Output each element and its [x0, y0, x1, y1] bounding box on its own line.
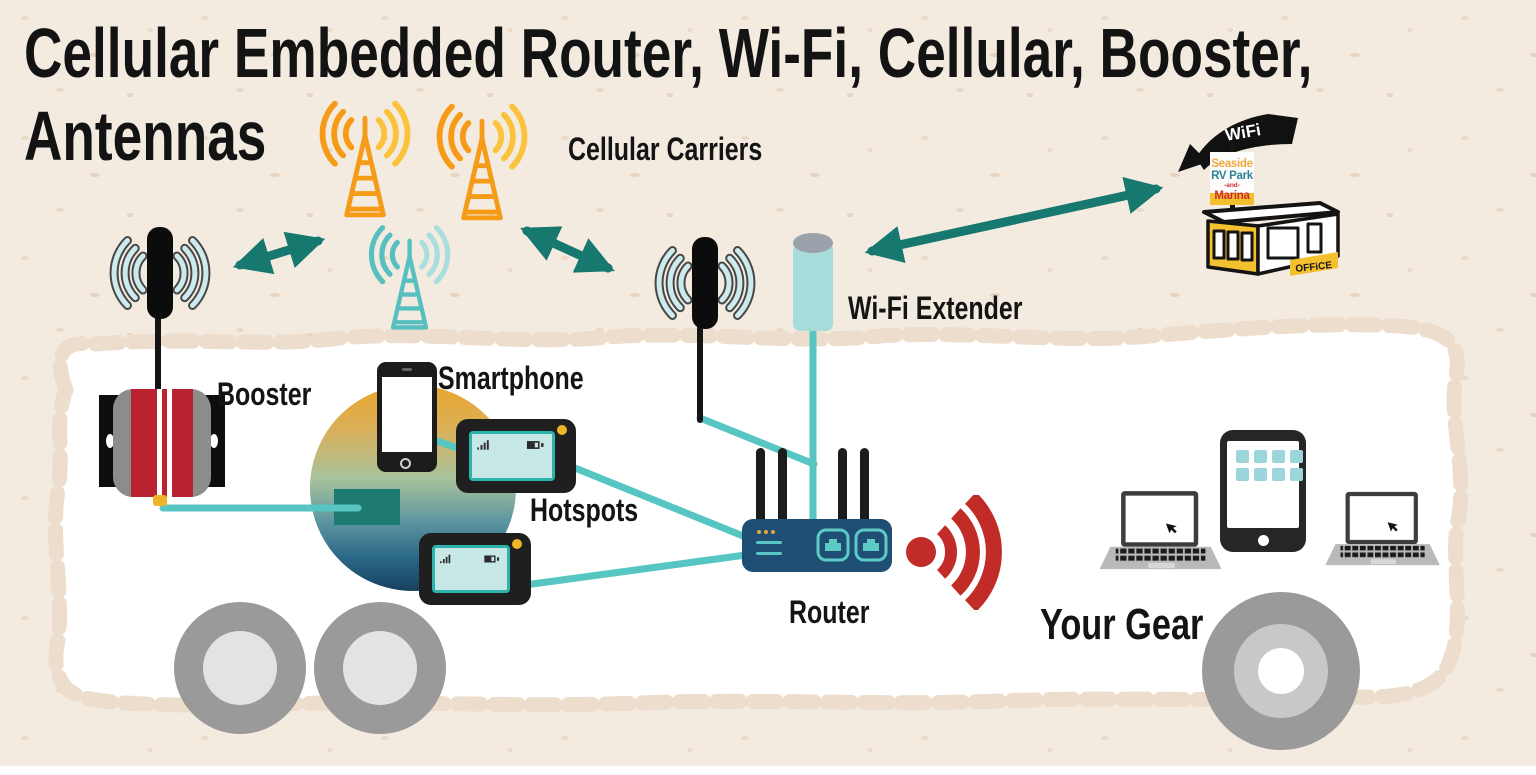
router-antenna: [778, 448, 787, 524]
router-led: [757, 530, 761, 534]
phone-screen: [382, 377, 432, 452]
signal-arrows: [232, 176, 1164, 275]
cellular-carriers-label: Cellular Carriers: [568, 131, 763, 167]
teal-cell-tower-icon: [368, 225, 451, 330]
wifi-extender-icon: [793, 233, 833, 331]
smartphone-icon: [377, 362, 437, 472]
router-body: [742, 519, 892, 572]
cellular-antenna-icon: [654, 237, 756, 329]
wheel-rim: [1234, 624, 1328, 718]
router-label: Router: [789, 594, 870, 630]
office-building: OFFiCE: [1202, 201, 1340, 276]
hotspot-icon: [456, 419, 576, 493]
rv-wheel-left: [174, 602, 306, 734]
tablet-home-button: [1258, 535, 1269, 546]
cellular-antenna-icon: [109, 227, 211, 319]
rv-wheel-right: [1202, 592, 1360, 750]
hotspot-status-icons: [477, 440, 544, 450]
hotspot-screen: [469, 431, 555, 481]
svg-text:Seaside: Seaside: [1211, 158, 1252, 170]
svg-text:Marina: Marina: [1214, 190, 1250, 202]
laptop-icon: [1099, 491, 1222, 570]
wheel-hub: [343, 631, 417, 705]
router-indicator-line: [756, 552, 782, 555]
svg-text:RV Park: RV Park: [1211, 170, 1254, 182]
signal-arrow-middle: [520, 226, 615, 273]
teal-cables: [159, 324, 818, 589]
wheel-hub: [1257, 647, 1305, 695]
rv-park-office: WiFi Seaside RV Park -and- Marina OFFiCE: [1178, 114, 1340, 276]
cell-tower-icon: [319, 100, 411, 218]
router-antenna: [860, 448, 869, 524]
rv-wheel-middle: [314, 602, 446, 734]
tablet-screen: [1227, 441, 1303, 528]
booster-icon: [99, 389, 225, 506]
wifi-extender-label: Wi-Fi Extender: [848, 290, 1023, 326]
hotspots-label: Hotspots: [530, 492, 639, 528]
phone-home-button: [400, 458, 411, 469]
hotspot-power-led: [557, 425, 567, 435]
tablet-icon: [1220, 430, 1306, 552]
tablet-app-icons: [1236, 450, 1304, 481]
ground-strip: [0, 766, 1536, 775]
laptop-icon: [1325, 491, 1440, 566]
wifi-signal-icon: [906, 495, 1002, 610]
router-led: [771, 530, 775, 534]
park-sign: Seaside RV Park -and- Marina: [1210, 152, 1254, 205]
ethernet-port-icon: [854, 528, 888, 562]
router-icon: [742, 448, 892, 573]
hotspot-power-led: [512, 539, 522, 549]
router-antenna: [756, 448, 765, 524]
page-title: Cellular Embedded Router, Wi-Fi, Cellula…: [24, 12, 1312, 177]
ethernet-port-icon: [816, 528, 850, 562]
hotspot-icon: [419, 533, 531, 605]
wheel-hub: [203, 631, 277, 705]
hotspot-status-icons: [440, 554, 500, 564]
your-gear-label: Your Gear: [1040, 600, 1204, 649]
svg-text:OFFiCE: OFFiCE: [1295, 260, 1333, 275]
router-led: [764, 530, 768, 534]
phone-speaker: [402, 368, 412, 371]
cell-tower-icon: [436, 103, 528, 221]
booster-label: Booster: [217, 376, 312, 412]
svg-text:-and-: -and-: [1224, 182, 1240, 189]
smartphone-label: Smartphone: [438, 360, 584, 396]
signal-arrow-extender-office: [864, 176, 1164, 264]
title-line-2: Antennas: [24, 96, 267, 175]
router-antenna: [838, 448, 847, 524]
title-line-1: Cellular Embedded Router, Wi-Fi, Cellula…: [24, 14, 1313, 92]
router-indicator-line: [756, 541, 782, 544]
hotspot-screen: [432, 545, 510, 593]
signal-arrow-left: [232, 231, 326, 275]
